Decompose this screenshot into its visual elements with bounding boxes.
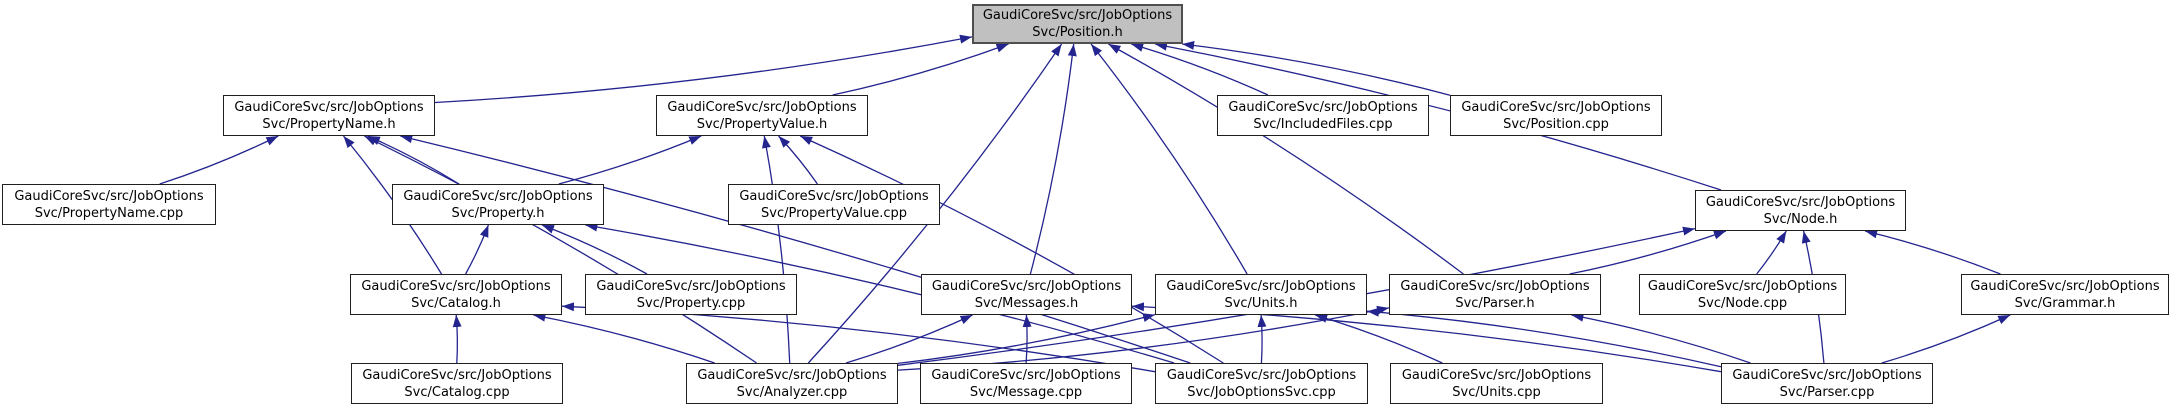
node-label-line: GaudiCoreSvc/src/JobOptions — [667, 99, 857, 115]
include-edge-property-h-to-propertyname-h — [367, 135, 460, 185]
node-label-line: Svc/PropertyName.cpp — [34, 205, 184, 221]
node-label-line: Svc/Property.cpp — [636, 295, 746, 311]
node-label-line: Svc/Message.cpp — [969, 384, 1083, 400]
node-label-line: GaudiCoreSvc/src/JobOptions — [1970, 278, 2160, 294]
include-edge-joboptionssvc-cpp-to-propertyvalue-h — [799, 135, 1224, 364]
node-label-line: GaudiCoreSvc/src/JobOptions — [739, 188, 929, 204]
node-label-line: Svc/Catalog.cpp — [404, 384, 510, 400]
node-label-line: Svc/Units.cpp — [1452, 384, 1541, 400]
node-label-line: GaudiCoreSvc/src/JobOptions — [403, 188, 593, 204]
node-label-line: GaudiCoreSvc/src/JobOptions — [982, 8, 1173, 23]
include-edge-joboptionssvc-cpp-to-catalog-h — [561, 302, 1156, 373]
node-label-line: Svc/Position.h — [1032, 25, 1123, 40]
node-label-line: Svc/Catalog.h — [411, 295, 501, 311]
include-edge-position-cpp-to-position-h — [1182, 40, 1451, 96]
node-label-line: Svc/PropertyValue.cpp — [761, 205, 907, 221]
include-edge-messages-h-to-position-h — [1029, 43, 1077, 275]
node-label-line: GaudiCoreSvc/src/JobOptions — [596, 278, 786, 294]
node-label-line: Svc/Messages.h — [974, 295, 1079, 311]
node-label-line: Svc/Node.h — [1763, 211, 1838, 227]
node-label-line: GaudiCoreSvc/src/JobOptions — [234, 99, 424, 115]
node-label-line: GaudiCoreSvc/src/JobOptions — [1732, 367, 1922, 383]
node-label-line: Svc/Parser.h — [1455, 295, 1535, 311]
include-edge-joboptionssvc-cpp-to-units-h — [1257, 314, 1267, 364]
node-label-line: GaudiCoreSvc/src/JobOptions — [1647, 278, 1838, 294]
node-label-line: GaudiCoreSvc/src/JobOptions — [931, 278, 1122, 294]
node-label-line: Svc/Grammar.h — [2014, 295, 2116, 311]
node-label-line: GaudiCoreSvc/src/JobOptions — [1401, 367, 1592, 383]
node-label-line: Svc/Position.cpp — [1503, 116, 1609, 132]
node-label-line: Svc/PropertyValue.h — [696, 116, 828, 132]
include-edge-analyzer-cpp-to-propertyvalue-h — [762, 135, 791, 364]
node-label-line: GaudiCoreSvc/src/JobOptions — [14, 188, 204, 204]
include-edge-catalog-cpp-to-catalog-h — [452, 314, 462, 364]
node-label-line: GaudiCoreSvc/src/JobOptions — [697, 367, 887, 383]
include-edge-parser-cpp-to-grammar-h — [1881, 314, 2011, 364]
include-edge-parser-cpp-to-parser-h — [1571, 312, 1751, 364]
node-label-line: Svc/PropertyName.h — [262, 116, 396, 132]
node-label-line: Svc/Units.h — [1224, 295, 1298, 311]
node-label-line: Svc/Parser.cpp — [1779, 384, 1875, 400]
include-edge-units-h-to-position-h — [1090, 43, 1248, 275]
include-edge-parser-cpp-to-messages-h — [1131, 302, 1722, 373]
node-label-line: GaudiCoreSvc/src/JobOptions — [1400, 278, 1590, 294]
include-edge-propertyname-cpp-to-propertyname-h — [159, 135, 279, 185]
include-edge-parser-h-to-node-h — [1569, 230, 1727, 275]
include-edge-joboptionssvc-cpp-to-propertyname-h — [400, 134, 1191, 364]
node-label-line: Svc/IncludedFiles.cpp — [1253, 116, 1393, 132]
node-label-line: GaudiCoreSvc/src/JobOptions — [931, 367, 1121, 383]
node-label-line: GaudiCoreSvc/src/JobOptions — [1461, 99, 1651, 115]
node-label-line: GaudiCoreSvc/src/JobOptions — [361, 278, 551, 294]
node-label-line: Svc/Analyzer.cpp — [736, 384, 848, 400]
include-edge-property-cpp-to-property-h — [541, 224, 648, 275]
node-label-line: Svc/JobOptionsSvc.cpp — [1187, 384, 1336, 400]
include-edge-catalog-h-to-property-h — [465, 224, 490, 275]
include-edge-analyzer-cpp-to-propertyname-h — [364, 135, 757, 364]
include-edge-includedfiles-cpp-to-position-h — [1131, 43, 1269, 96]
node-label-line: Svc/Node.cpp — [1697, 295, 1788, 311]
include-edge-propertyvalue-cpp-to-propertyvalue-h — [778, 135, 818, 185]
include-edge-analyzer-cpp-to-parser-h — [897, 305, 1390, 371]
node-label-line: Svc/Property.h — [451, 205, 545, 221]
include-edge-propertyname-h-to-position-h — [434, 34, 973, 104]
include-edge-node-cpp-to-node-h — [1756, 230, 1787, 275]
include-edge-propertyvalue-h-to-position-h — [832, 43, 1009, 96]
include-edge-parser-h-to-position-h — [1108, 43, 1464, 275]
include-edge-property-h-to-propertyvalue-h — [558, 135, 702, 185]
node-label-line: GaudiCoreSvc/src/JobOptions — [1166, 367, 1357, 383]
include-edge-message-cpp-to-messages-h — [1022, 314, 1032, 364]
include-edge-parser-cpp-to-units-h — [1366, 307, 1722, 368]
include-edge-units-cpp-to-units-h — [1315, 314, 1443, 364]
node-label-line: GaudiCoreSvc/src/JobOptions — [1705, 194, 1896, 210]
include-edge-analyzer-cpp-to-catalog-h — [533, 312, 715, 364]
include-edge-analyzer-cpp-to-messages-h — [845, 314, 973, 364]
node-label-line: GaudiCoreSvc/src/JobOptions — [1166, 278, 1356, 294]
node-label-line: GaudiCoreSvc/src/JobOptions — [362, 367, 552, 383]
node-label-line: GaudiCoreSvc/src/JobOptions — [1228, 99, 1418, 115]
include-edge-grammar-h-to-node-h — [1864, 229, 2001, 275]
include-edge-analyzer-cpp-to-units-h — [897, 313, 1156, 365]
